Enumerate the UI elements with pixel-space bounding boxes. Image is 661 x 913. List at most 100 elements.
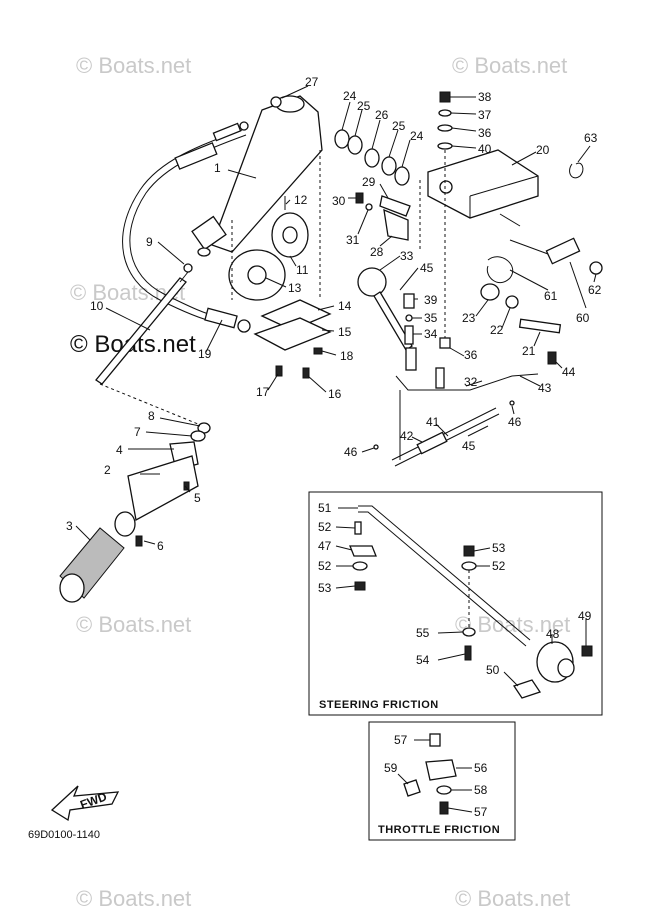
leader-5 bbox=[184, 485, 191, 493]
rod-51 bbox=[358, 505, 531, 641]
watermark-top-left: © Boats.net bbox=[76, 53, 191, 78]
leader-36a bbox=[451, 127, 477, 132]
bush-39 bbox=[403, 293, 415, 309]
washer-36-top bbox=[437, 124, 453, 132]
lanyard-line bbox=[509, 239, 549, 255]
washer-55 bbox=[462, 627, 476, 637]
upper-assembly bbox=[95, 91, 603, 467]
grip-3-end bbox=[59, 573, 85, 603]
callout-18: 18 bbox=[340, 349, 354, 363]
leader-54 bbox=[437, 653, 466, 661]
callout-57b: 57 bbox=[474, 805, 488, 819]
callout-55: 55 bbox=[416, 626, 430, 640]
callout-61: 61 bbox=[544, 289, 558, 303]
callout-48: 48 bbox=[546, 627, 560, 641]
washer-25 bbox=[347, 135, 363, 155]
throttle-friction-title: THROTTLE FRICTION bbox=[378, 824, 500, 836]
leader-3 bbox=[75, 525, 91, 541]
leader-42 bbox=[411, 436, 423, 443]
leader-46a bbox=[361, 447, 375, 453]
callout-16: 16 bbox=[328, 387, 342, 401]
callout-36a: 36 bbox=[478, 126, 492, 140]
screw-57a bbox=[429, 733, 441, 747]
sleeve-42 bbox=[416, 431, 448, 455]
washer-22 bbox=[505, 295, 519, 309]
leader-33 bbox=[379, 255, 401, 271]
callout-38: 38 bbox=[478, 90, 492, 104]
leader-61 bbox=[509, 269, 549, 291]
nut-44 bbox=[547, 351, 557, 365]
washer-25b bbox=[381, 156, 397, 176]
callout-23: 23 bbox=[462, 311, 476, 325]
washer-31 bbox=[365, 203, 373, 211]
washer-37 bbox=[438, 109, 452, 117]
callout-7: 7 bbox=[134, 425, 141, 439]
leader-1 bbox=[227, 169, 257, 179]
nut-36-lower bbox=[439, 337, 451, 349]
leader-44 bbox=[555, 361, 563, 369]
leader-53b bbox=[473, 547, 491, 552]
leader-26 bbox=[371, 119, 381, 150]
screw-16 bbox=[302, 367, 310, 379]
leader-55 bbox=[437, 631, 464, 634]
leader-32 bbox=[465, 380, 483, 387]
screw-57b bbox=[439, 801, 449, 815]
callout-13: 13 bbox=[288, 281, 302, 295]
bolt-54 bbox=[464, 645, 472, 661]
callout-56: 56 bbox=[474, 761, 488, 775]
leader-18 bbox=[321, 350, 337, 356]
callout-41: 41 bbox=[426, 415, 440, 429]
callouts: 1 2 3 4 5 6 7 8 9 10 11 12 13 14 15 16 1… bbox=[66, 75, 602, 819]
callout-31: 31 bbox=[346, 233, 360, 247]
fwd-label: FWD bbox=[78, 789, 109, 812]
leader-53a bbox=[335, 585, 356, 589]
gear-11-hub bbox=[282, 226, 298, 244]
stop-switch-60 bbox=[545, 237, 581, 265]
plate-47 bbox=[349, 545, 377, 557]
clip-9 bbox=[183, 263, 193, 273]
wing-nut-50 bbox=[512, 679, 542, 699]
screw-18 bbox=[313, 347, 323, 355]
spring-34 bbox=[404, 325, 414, 345]
leader-63 bbox=[577, 145, 591, 163]
bolt-27-drawing bbox=[270, 96, 282, 108]
ring-35 bbox=[405, 314, 413, 322]
bolt-21 bbox=[518, 318, 562, 334]
callout-43: 43 bbox=[538, 381, 552, 395]
pin-46b bbox=[509, 400, 515, 406]
callout-27: 27 bbox=[305, 75, 319, 89]
callout-9: 9 bbox=[146, 235, 153, 249]
callout-53b: 53 bbox=[492, 541, 506, 555]
leader-22 bbox=[501, 307, 511, 329]
leader-45a bbox=[399, 267, 419, 291]
nut-53a bbox=[354, 581, 366, 591]
leader-31 bbox=[357, 209, 369, 235]
callout-40: 40 bbox=[478, 142, 492, 156]
remote-box-hole bbox=[439, 180, 453, 194]
diagram-code: 69D0100-1140 bbox=[28, 829, 100, 841]
leader-41 bbox=[435, 423, 449, 437]
cable-19-fitting bbox=[204, 307, 238, 329]
callout-25b: 25 bbox=[392, 119, 406, 133]
callout-29: 29 bbox=[362, 175, 376, 189]
washer-58 bbox=[436, 785, 452, 795]
callout-28: 28 bbox=[370, 245, 384, 259]
callout-26: 26 bbox=[375, 108, 389, 122]
leader-11 bbox=[289, 255, 297, 267]
callout-53a: 53 bbox=[318, 581, 332, 595]
link-41 bbox=[391, 407, 497, 461]
leader-10 bbox=[105, 307, 151, 331]
leader-14 bbox=[317, 305, 335, 311]
callout-8: 8 bbox=[148, 409, 155, 423]
callout-52c: 52 bbox=[492, 559, 506, 573]
screw-17 bbox=[275, 365, 283, 377]
collar-23 bbox=[480, 283, 500, 301]
callout-19: 19 bbox=[198, 347, 212, 361]
disc-13-hub bbox=[247, 265, 267, 285]
lanyard-61 bbox=[486, 256, 513, 284]
remote-box-edge bbox=[469, 175, 539, 197]
callout-46b: 46 bbox=[508, 415, 522, 429]
callout-11: 11 bbox=[296, 263, 309, 277]
callout-36b: 36 bbox=[464, 348, 478, 362]
plate-29 bbox=[379, 195, 411, 217]
